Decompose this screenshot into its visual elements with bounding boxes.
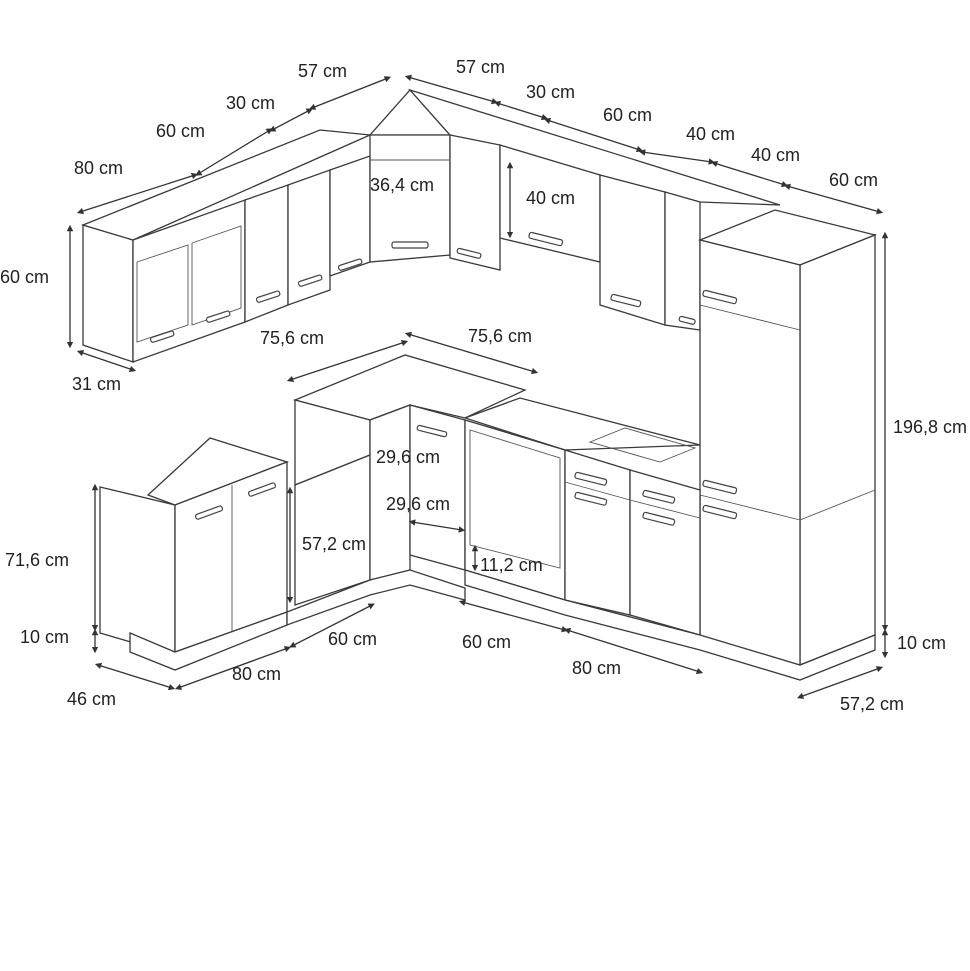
label-tall-height: 196,8 cm: [893, 417, 967, 437]
label-corner-29-6-b: 29,6 cm: [386, 494, 450, 514]
label-base-60-left: 60 cm: [328, 629, 377, 649]
base-cabinets-left: [99, 437, 289, 671]
label-upper-40: 40 cm: [526, 188, 575, 208]
label-base-80-left: 80 cm: [232, 664, 281, 684]
label-base-depth-46: 46 cm: [67, 689, 116, 709]
label-base-80-right: 80 cm: [572, 658, 621, 678]
label-upper-height-60: 60 cm: [0, 267, 49, 287]
label-base-57-2: 57,2 cm: [302, 534, 366, 554]
label-top-60-left: 60 cm: [156, 121, 205, 141]
upper-corner-cabinet: [368, 89, 452, 263]
label-top-80: 80 cm: [74, 158, 123, 178]
base-cabinets-right: [462, 397, 876, 681]
label-base-height-71-6: 71,6 cm: [5, 550, 69, 570]
label-top-30-left: 30 cm: [226, 93, 275, 113]
label-top-60-far: 60 cm: [829, 170, 878, 190]
label-top-40-b: 40 cm: [751, 145, 800, 165]
tall-cabinet: [697, 209, 878, 666]
label-base-60-right: 60 cm: [462, 632, 511, 652]
label-top-57-left: 57 cm: [298, 61, 347, 81]
label-plinth-10-left: 10 cm: [20, 627, 69, 647]
label-tall-depth-57-2: 57,2 cm: [840, 694, 904, 714]
label-upper-depth-31: 31 cm: [72, 374, 121, 394]
dimension-labels: 57 cm 57 cm 30 cm 30 cm 60 cm 60 cm 80 c…: [0, 57, 967, 714]
label-plinth-10-right: 10 cm: [897, 633, 946, 653]
upper-cabinets-left: [81, 129, 373, 363]
label-top-57-right: 57 cm: [456, 57, 505, 77]
label-top-40-a: 40 cm: [686, 124, 735, 144]
label-oven-11-2: 11,2 cm: [480, 555, 543, 575]
label-counter-75-6-right: 75,6 cm: [468, 326, 532, 346]
label-top-30-right: 30 cm: [526, 82, 575, 102]
label-corner-29-6-a: 29,6 cm: [376, 447, 440, 467]
label-counter-75-6-left: 75,6 cm: [260, 328, 324, 348]
label-corner-36-4: 36,4 cm: [370, 175, 434, 195]
dimension-lines: [66, 74, 889, 699]
label-top-60-right: 60 cm: [603, 105, 652, 125]
